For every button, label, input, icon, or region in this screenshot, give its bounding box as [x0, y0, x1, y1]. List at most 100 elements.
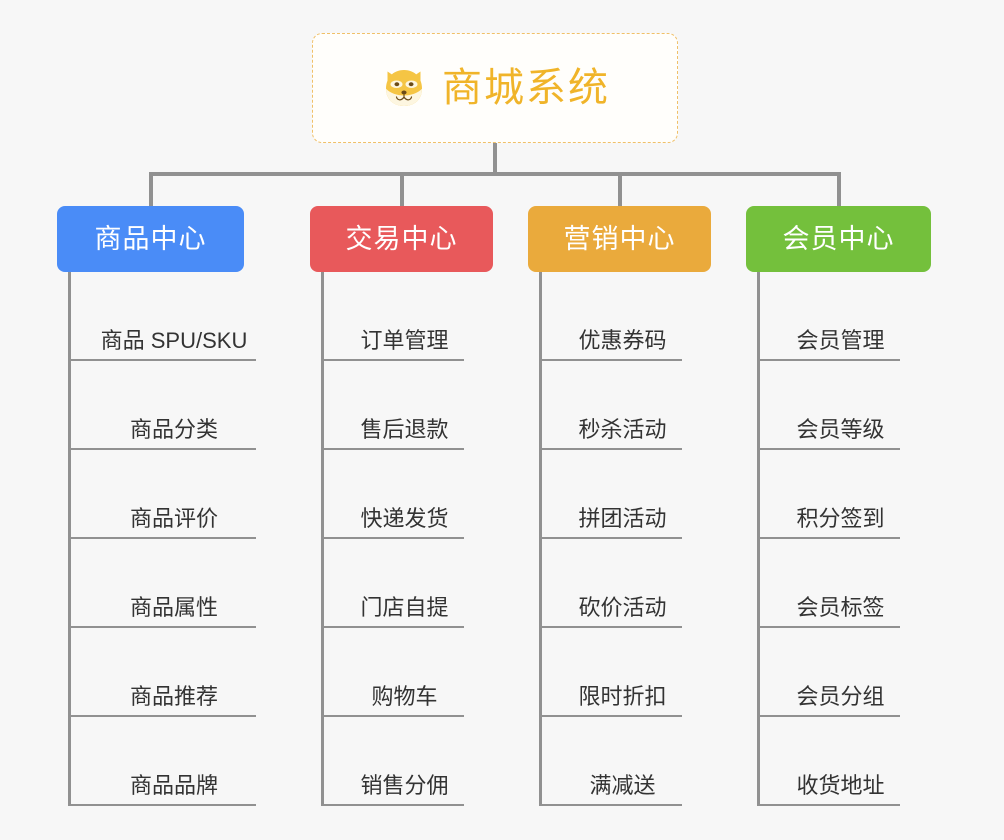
connector-drop-1	[400, 172, 404, 206]
leaf-label: 优惠券码	[563, 328, 682, 361]
category-card[interactable]: 交易中心	[310, 206, 493, 272]
leaf-item[interactable]: 会员管理	[746, 272, 931, 361]
leaf-connector	[757, 626, 787, 628]
leaf-connector	[321, 715, 351, 717]
leaf-connector	[68, 804, 98, 806]
leaf-label: 砍价活动	[563, 595, 682, 628]
leaf-connector	[539, 715, 569, 717]
leaf-connector	[321, 448, 351, 450]
leaf-item[interactable]: 会员标签	[746, 539, 931, 628]
leaf-label: 拼团活动	[563, 506, 682, 539]
leaf-connector	[757, 448, 787, 450]
connector-root-stem	[493, 143, 497, 174]
leaf-item[interactable]: 快递发货	[310, 450, 493, 539]
leaf-connector	[539, 359, 569, 361]
leaf-label: 收货地址	[781, 773, 900, 806]
leaf-label: 积分签到	[781, 506, 900, 539]
leaf-item[interactable]: 满减送	[528, 717, 711, 806]
leaf-label: 商品 SPU/SKU	[92, 328, 256, 361]
leaf-label: 销售分佣	[345, 773, 464, 806]
leaf-item[interactable]: 拼团活动	[528, 450, 711, 539]
leaf-label: 商品评价	[92, 506, 256, 539]
category-label: 会员中心	[782, 223, 895, 254]
shiba-dog-icon	[386, 70, 422, 106]
connector-drop-0	[149, 172, 153, 206]
leaf-connector	[539, 448, 569, 450]
category-card[interactable]: 营销中心	[528, 206, 711, 272]
leaf-spine	[757, 272, 760, 806]
leaf-item[interactable]: 积分签到	[746, 450, 931, 539]
leaf-label: 商品推荐	[92, 684, 256, 717]
leaf-list: 优惠券码秒杀活动拼团活动砍价活动限时折扣满减送	[528, 272, 711, 806]
leaf-item[interactable]: 购物车	[310, 628, 493, 717]
leaf-item[interactable]: 商品推荐	[57, 628, 256, 717]
branch-column: 商品中心商品 SPU/SKU 商品分类商品评价商品属性商品推荐商品品牌	[57, 206, 256, 806]
leaf-item[interactable]: 收货地址	[746, 717, 931, 806]
leaf-label: 商品属性	[92, 595, 256, 628]
leaf-connector	[68, 715, 98, 717]
leaf-item[interactable]: 门店自提	[310, 539, 493, 628]
leaf-connector	[539, 804, 569, 806]
leaf-connector	[68, 359, 98, 361]
leaf-connector	[321, 804, 351, 806]
leaf-label: 售后退款	[345, 417, 464, 450]
root-node[interactable]: 商城系统	[312, 33, 678, 143]
leaf-connector	[68, 626, 98, 628]
leaf-label: 秒杀活动	[563, 417, 682, 450]
leaf-item[interactable]: 订单管理	[310, 272, 493, 361]
branch-column: 会员中心会员管理会员等级积分签到会员标签会员分组收货地址	[746, 206, 931, 806]
leaf-connector	[757, 359, 787, 361]
connector-drop-3	[837, 172, 841, 206]
leaf-connector	[539, 626, 569, 628]
leaf-item[interactable]: 销售分佣	[310, 717, 493, 806]
leaf-item[interactable]: 商品分类	[57, 361, 256, 450]
leaf-item[interactable]: 会员分组	[746, 628, 931, 717]
leaf-label: 会员分组	[781, 684, 900, 717]
leaf-item[interactable]: 商品品牌	[57, 717, 256, 806]
category-label: 交易中心	[345, 223, 458, 254]
category-label: 商品中心	[94, 223, 207, 254]
leaf-connector	[539, 537, 569, 539]
leaf-connector	[757, 804, 787, 806]
leaf-label: 商品品牌	[92, 773, 256, 806]
category-card[interactable]: 商品中心	[57, 206, 244, 272]
leaf-connector	[321, 359, 351, 361]
connector-horizontal-bar	[149, 172, 841, 176]
leaf-spine	[321, 272, 324, 806]
leaf-label: 购物车	[345, 684, 464, 717]
leaf-item[interactable]: 优惠券码	[528, 272, 711, 361]
leaf-item[interactable]: 秒杀活动	[528, 361, 711, 450]
leaf-spine	[68, 272, 71, 806]
leaf-connector	[757, 537, 787, 539]
leaf-item[interactable]: 会员等级	[746, 361, 931, 450]
leaf-connector	[321, 537, 351, 539]
leaf-item[interactable]: 商品 SPU/SKU	[57, 272, 256, 361]
leaf-label: 门店自提	[345, 595, 464, 628]
category-label: 营销中心	[563, 223, 676, 254]
leaf-connector	[321, 626, 351, 628]
leaf-label: 会员管理	[781, 328, 900, 361]
leaf-label: 限时折扣	[563, 684, 682, 717]
leaf-label: 会员等级	[781, 417, 900, 450]
category-card[interactable]: 会员中心	[746, 206, 931, 272]
leaf-connector	[757, 715, 787, 717]
leaf-label: 商品分类	[92, 417, 256, 450]
leaf-list: 订单管理售后退款快递发货门店自提购物车销售分佣	[310, 272, 493, 806]
leaf-item[interactable]: 砍价活动	[528, 539, 711, 628]
leaf-label: 快递发货	[345, 506, 464, 539]
leaf-item[interactable]: 商品属性	[57, 539, 256, 628]
root-title: 商城系统	[442, 66, 610, 110]
leaf-list: 商品 SPU/SKU 商品分类商品评价商品属性商品推荐商品品牌	[57, 272, 256, 806]
leaf-label: 订单管理	[345, 328, 464, 361]
leaf-item[interactable]: 限时折扣	[528, 628, 711, 717]
leaf-item[interactable]: 售后退款	[310, 361, 493, 450]
leaf-connector	[68, 537, 98, 539]
leaf-label: 满减送	[563, 773, 682, 806]
leaf-spine	[539, 272, 542, 806]
branch-column: 交易中心订单管理售后退款快递发货门店自提购物车销售分佣	[310, 206, 493, 806]
connector-drop-2	[618, 172, 622, 206]
leaf-item[interactable]: 商品评价	[57, 450, 256, 539]
branch-column: 营销中心优惠券码秒杀活动拼团活动砍价活动限时折扣满减送	[528, 206, 711, 806]
leaf-connector	[68, 448, 98, 450]
